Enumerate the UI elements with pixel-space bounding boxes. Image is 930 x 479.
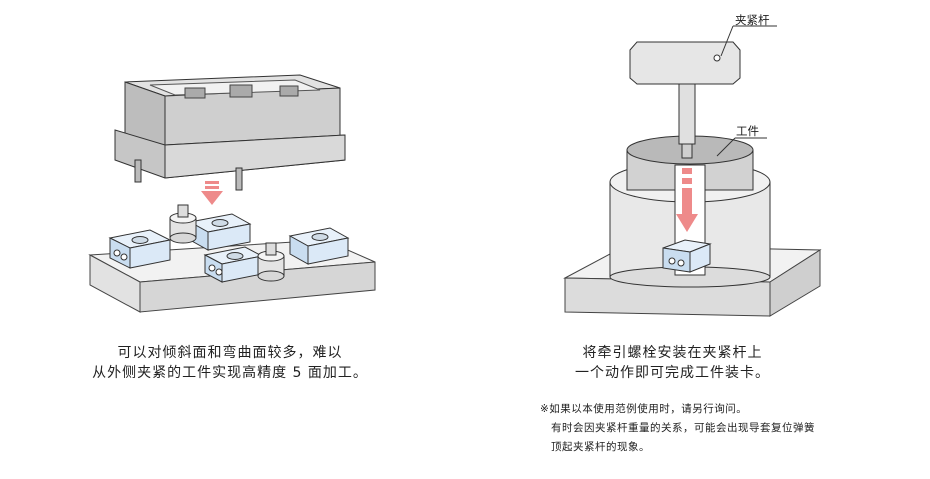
locator-pin: [169, 204, 197, 244]
right-illustration: [563, 25, 822, 317]
clamp-rod: [629, 41, 741, 159]
clamp-rod-label: 夹紧杆: [735, 13, 770, 27]
note-line: ※如果以本使用范例使用时，请另行询问。: [540, 403, 748, 415]
note-line: 顶起夹紧杆的现象。: [551, 441, 650, 453]
left-caption: 可以对倾斜面和弯曲面较多，难以 从外侧夹紧的工件实现高精度 5 面加工。: [0, 343, 460, 383]
caption-line: 从外侧夹紧的工件实现高精度 5 面加工。: [92, 365, 368, 381]
left-illustration: [88, 74, 376, 313]
caption-line: 可以对倾斜面和弯曲面较多，难以: [117, 345, 343, 361]
clamp-block: [662, 239, 712, 273]
note-line: 有时会因夹紧杆重量的关系，可能会出现导套复位弹簧: [551, 422, 815, 434]
callout-line: [716, 137, 736, 157]
caption-line: 一个动作即可完成工件装卡。: [575, 365, 770, 381]
callout-line: [720, 25, 734, 57]
workpiece: [114, 74, 346, 191]
clamp-block: [288, 227, 350, 265]
clamp-block: [188, 213, 252, 251]
right-example-panel: 夹紧杆 工件 将牵引螺栓安装在夹紧杆上 一个动作即可完成工件装卡。 ※如果以本使…: [465, 0, 930, 479]
right-caption: 将牵引螺栓安装在夹紧杆上 一个动作即可完成工件装卡。: [465, 343, 880, 383]
down-arrow-icon: [676, 168, 698, 232]
usage-note: ※如果以本使用范例使用时，请另行询问。 有时会因夹紧杆重量的关系，可能会出现导套…: [540, 400, 920, 457]
locator-pin: [257, 242, 285, 282]
left-example-panel: 可以对倾斜面和弯曲面较多，难以 从外侧夹紧的工件实现高精度 5 面加工。: [0, 74, 460, 383]
down-arrow-icon: [201, 181, 223, 205]
caption-line: 将牵引螺栓安装在夹紧杆上: [582, 345, 763, 361]
workpiece-label: 工件: [736, 124, 759, 138]
clamp-block: [108, 229, 172, 269]
